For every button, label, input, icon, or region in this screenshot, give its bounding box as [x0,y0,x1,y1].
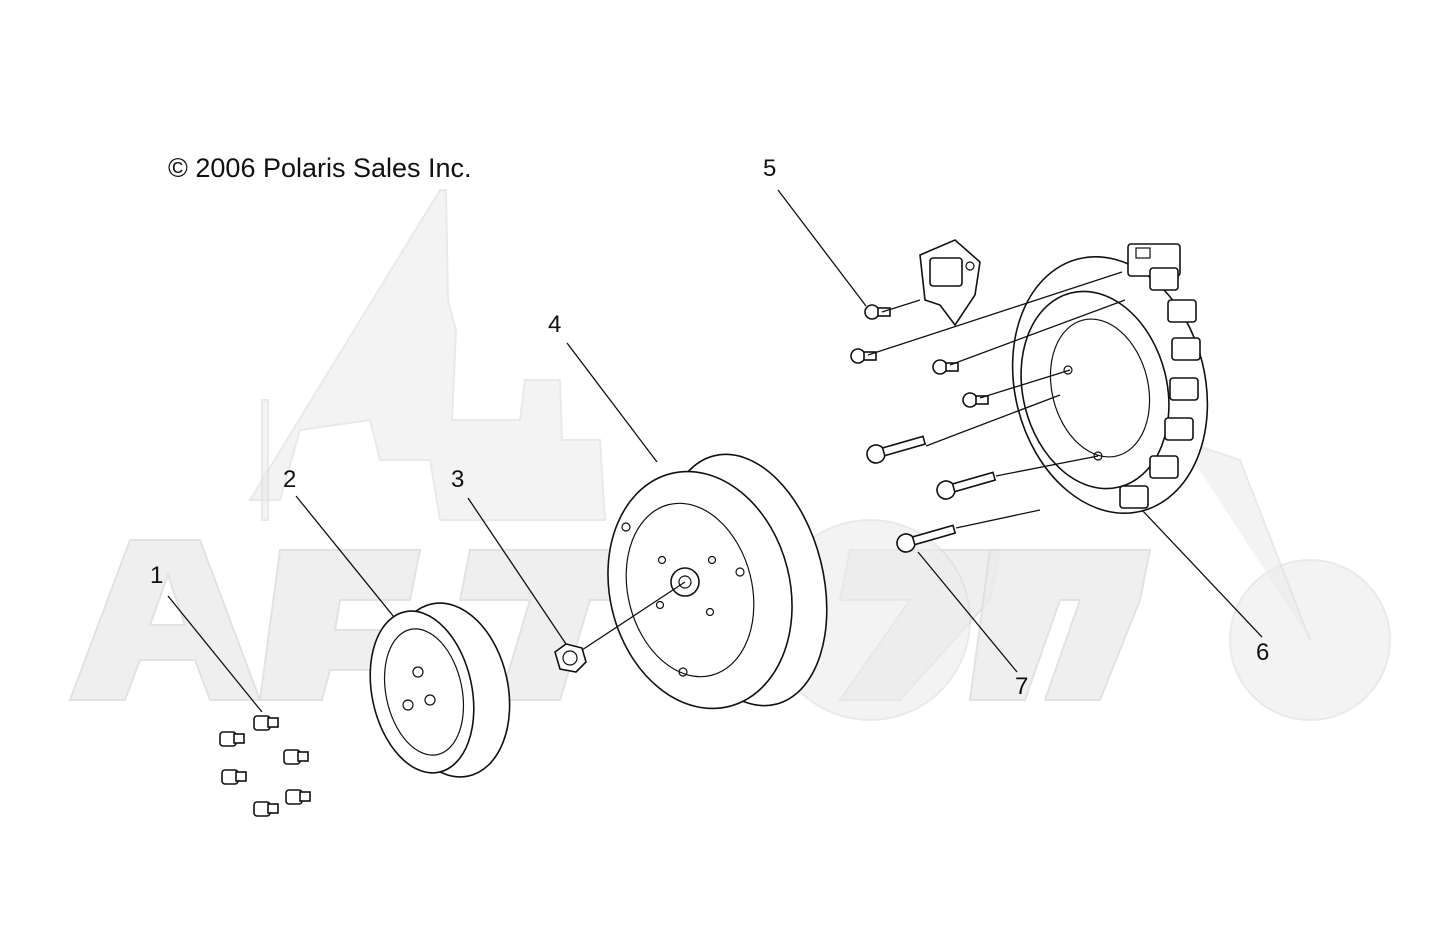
part-7-bolts [866,435,997,553]
leader-lines [167,189,1263,713]
part-2-ring [369,602,511,778]
stator-teeth [1119,267,1201,509]
part-4-flywheel [607,453,828,710]
copyright-notice: © 2006 Polaris Sales Inc. [168,153,472,183]
callout-4: 4 [548,311,562,338]
part-1-bolts [219,715,311,817]
callout-1: 1 [150,562,164,589]
callout-7: 7 [1015,673,1029,700]
part-3-nut [554,643,587,673]
callout-5: 5 [763,155,777,182]
callout-2: 2 [283,466,297,493]
callout-3: 3 [451,466,465,493]
part-5-sensor [850,239,989,408]
part-6-stator [1011,243,1209,515]
callout-6: 6 [1256,639,1270,666]
